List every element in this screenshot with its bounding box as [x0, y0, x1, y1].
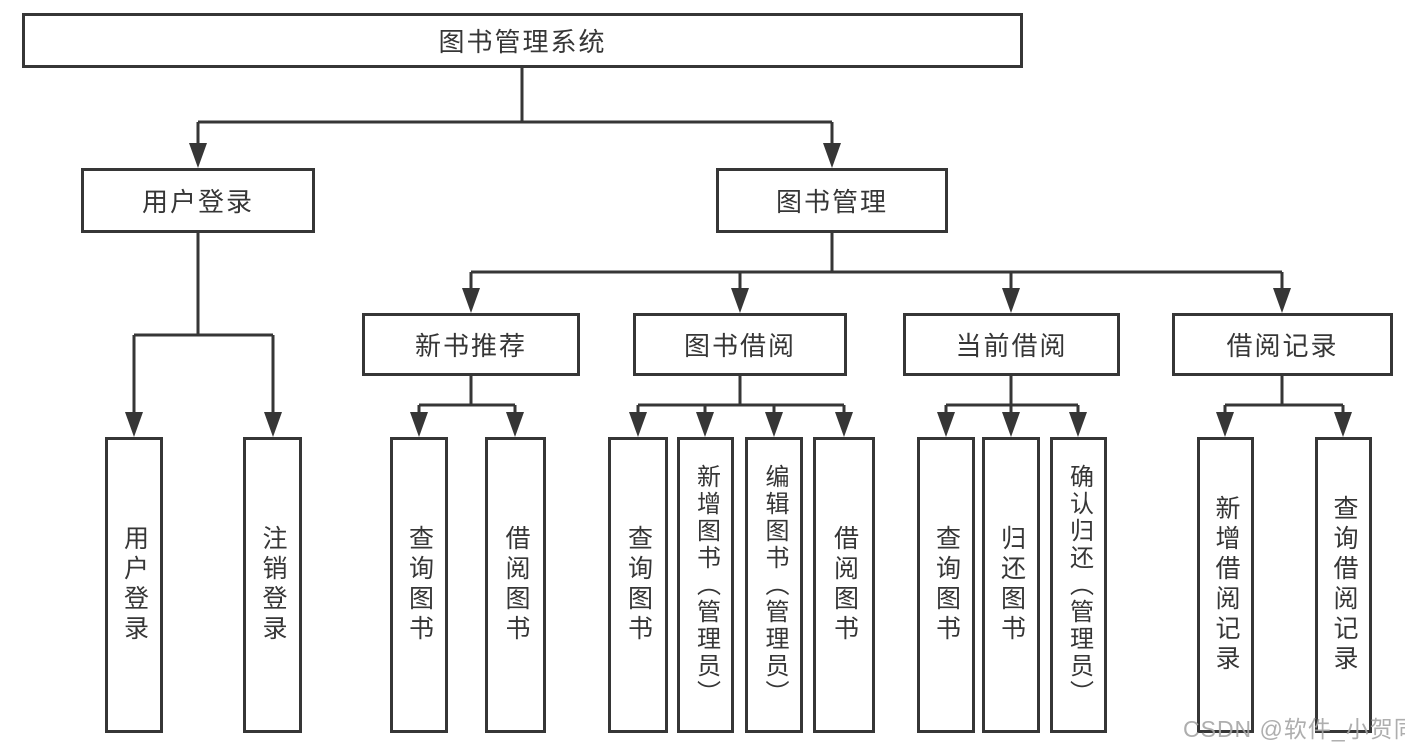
- node-book-borrow-label: 图书借阅: [683, 331, 796, 361]
- node-user-login-label: 用户登录: [141, 187, 254, 217]
- leaf-borrow-book-label: 借阅图书: [830, 525, 859, 645]
- leaf-current-query-book-label: 查询图书: [932, 525, 961, 645]
- node-borrow-record: 借阅记录: [1172, 313, 1393, 376]
- leaf-user-login: 用户登录: [105, 437, 163, 733]
- node-borrow-record-label: 借阅记录: [1226, 331, 1339, 361]
- leaf-logout-label: 注销登录: [259, 525, 287, 645]
- leaf-borrow-book: 借阅图书: [813, 437, 875, 733]
- leaf-return-book: 归还图书: [982, 437, 1040, 733]
- leaf-add-borrow-record: 新增借阅记录: [1197, 437, 1254, 733]
- node-current-borrow: 当前借阅: [903, 313, 1120, 376]
- leaf-recommend-borrow-book: 借阅图书: [485, 437, 546, 733]
- node-root-label: 图书管理系统: [438, 27, 607, 57]
- leaf-confirm-return-admin-label: 确认归还（管理员）: [1065, 463, 1093, 707]
- leaf-user-login-label: 用户登录: [120, 525, 149, 645]
- leaf-add-book-admin: 新增图书（管理员）: [677, 437, 734, 733]
- leaf-recommend-query-book-label: 查询图书: [405, 525, 434, 645]
- leaf-recommend-borrow-book-label: 借阅图书: [502, 525, 530, 645]
- node-user-login: 用户登录: [81, 168, 315, 233]
- leaf-add-borrow-record-label: 新增借阅记录: [1212, 495, 1240, 675]
- node-book-management: 图书管理: [716, 168, 948, 233]
- leaf-borrow-query-book: 查询图书: [608, 437, 668, 733]
- leaf-return-book-label: 归还图书: [997, 525, 1026, 645]
- leaf-logout: 注销登录: [243, 437, 302, 733]
- node-new-book-recommend: 新书推荐: [362, 313, 580, 376]
- leaf-edit-book-admin-label: 编辑图书（管理员）: [761, 463, 788, 707]
- leaf-borrow-query-book-label: 查询图书: [624, 525, 653, 645]
- node-book-borrow: 图书借阅: [633, 313, 847, 376]
- node-book-management-label: 图书管理: [775, 187, 888, 217]
- leaf-add-book-admin-label: 新增图书（管理员）: [692, 463, 720, 707]
- leaf-query-borrow-record: 查询借阅记录: [1315, 437, 1372, 733]
- watermark-text: CSDN @软件_小贺同学: [1183, 716, 1405, 742]
- leaf-current-query-book: 查询图书: [917, 437, 975, 733]
- leaf-recommend-query-book: 查询图书: [390, 437, 448, 733]
- leaf-edit-book-admin: 编辑图书（管理员）: [745, 437, 803, 733]
- leaf-confirm-return-admin: 确认归还（管理员）: [1050, 437, 1107, 733]
- node-root-system: 图书管理系统: [22, 13, 1023, 68]
- leaf-query-borrow-record-label: 查询借阅记录: [1330, 495, 1358, 675]
- arrowheads: [125, 143, 1352, 437]
- node-new-book-recommend-label: 新书推荐: [414, 331, 527, 361]
- node-current-borrow-label: 当前借阅: [955, 331, 1068, 361]
